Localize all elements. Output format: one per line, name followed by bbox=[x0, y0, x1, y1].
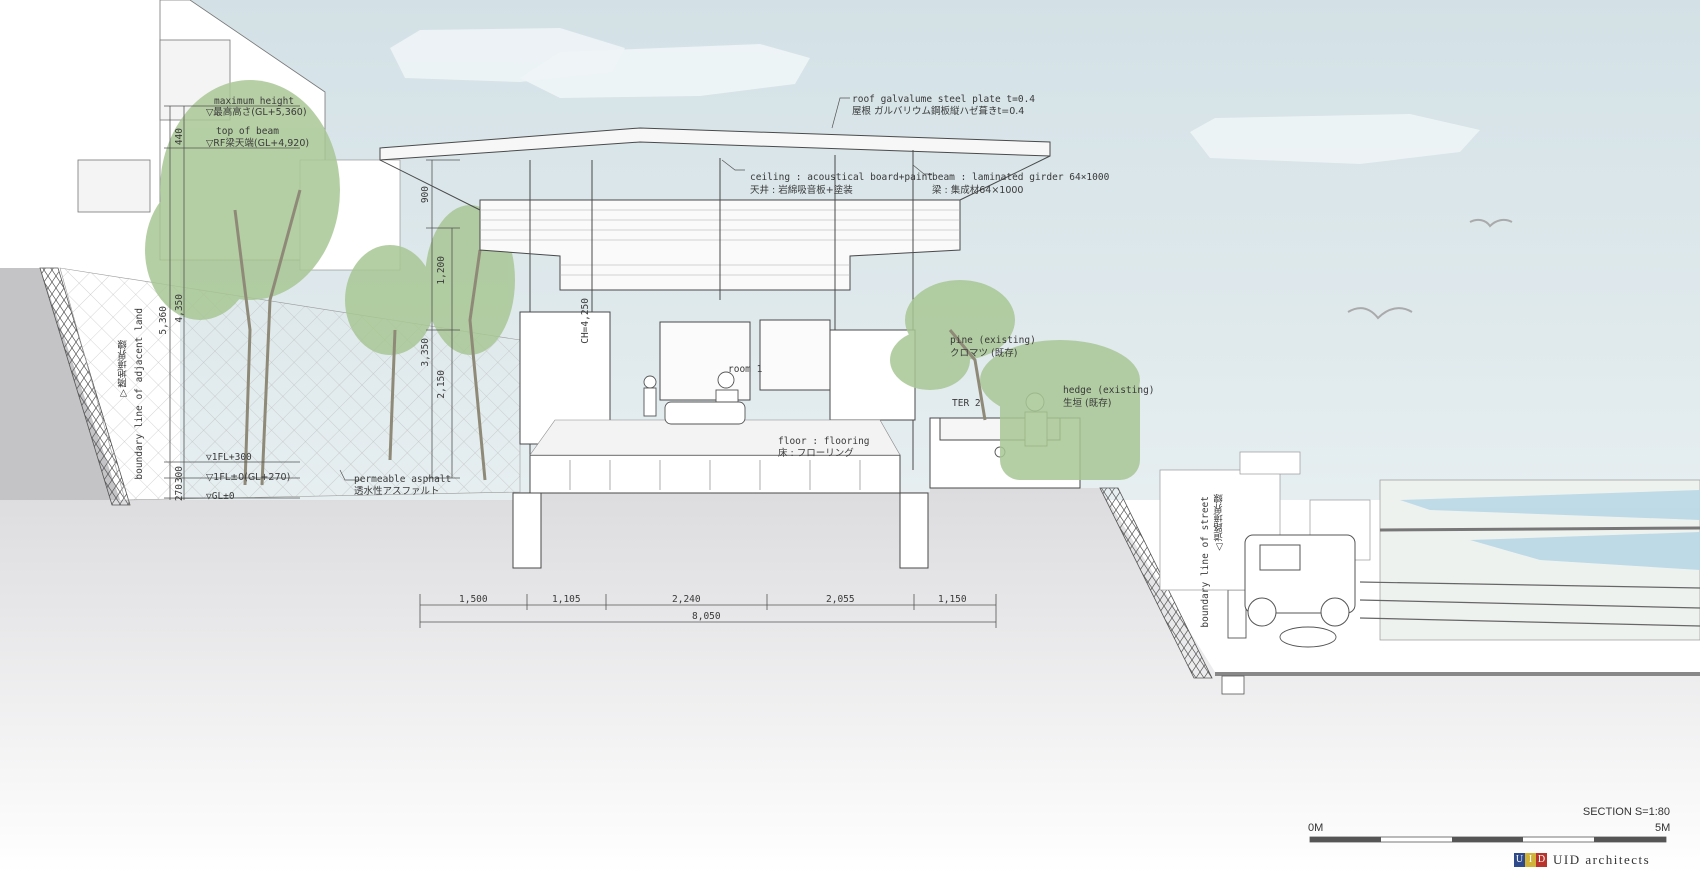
house bbox=[379, 127, 1081, 569]
dim-3350: 3,350 bbox=[420, 338, 431, 367]
dim-270: 270 bbox=[174, 484, 185, 502]
logo-letter-u: U bbox=[1514, 853, 1525, 867]
roof-jp: 屋根 ガルバリウム鋼板縦ハゼ葺きt=0.4 bbox=[852, 106, 1025, 117]
neighbor-window bbox=[77, 159, 151, 213]
beam-label: beam : laminated girder 64×1000 bbox=[932, 172, 1110, 183]
dim-2240: 2,240 bbox=[672, 594, 701, 605]
uid-logo: U I D UID architects bbox=[1514, 852, 1650, 868]
street bbox=[1215, 672, 1700, 676]
cloud bbox=[1190, 114, 1480, 164]
logo-letter-i: I bbox=[1525, 853, 1536, 867]
ground bbox=[0, 268, 1700, 874]
permeable-jp: 透水性アスファルト bbox=[354, 486, 440, 497]
hedge-label: hedge (existing) bbox=[1063, 385, 1155, 396]
pine-label: pine (existing) bbox=[950, 335, 1036, 346]
beam-jp: 梁 : 集成材64×1000 bbox=[932, 185, 1024, 196]
logo-name: UID architects bbox=[1553, 852, 1651, 867]
bridge bbox=[1379, 526, 1700, 532]
room-label: room 1 bbox=[728, 364, 763, 375]
dim-2055: 2,055 bbox=[826, 594, 855, 605]
foundation-left bbox=[512, 492, 542, 569]
pine-jp: クロマツ (既存) bbox=[950, 348, 1018, 359]
dim-2150: 2,150 bbox=[436, 370, 447, 399]
scale-bar bbox=[1309, 836, 1667, 843]
cloud bbox=[520, 44, 810, 98]
scale-title: SECTION S=1:80 bbox=[1582, 806, 1670, 818]
railing bbox=[1359, 581, 1700, 627]
floor-jp: 床 : フローリング bbox=[778, 448, 854, 459]
ceiling-label: ceiling : acoustical board+paint bbox=[750, 172, 934, 183]
roof-label: roof galvalume steel plate t=0.4 bbox=[852, 94, 1036, 105]
dim-1150: 1,150 bbox=[938, 594, 967, 605]
fl-300-label: ▽1FL+300 bbox=[206, 452, 252, 463]
dim-1105: 1,105 bbox=[552, 594, 581, 605]
tree-trunks-left bbox=[233, 189, 487, 486]
hedge-jp: 生垣 (既存) bbox=[1063, 398, 1112, 409]
floor-label: floor : flooring bbox=[778, 436, 870, 447]
terrace-label: TER 2 bbox=[952, 398, 981, 409]
retaining-wall-right bbox=[1099, 487, 1213, 679]
dim-1200: 1,200 bbox=[436, 256, 447, 285]
leaders bbox=[339, 97, 932, 481]
boundary-adjacent-jp: ▽隣地境界線 bbox=[118, 340, 129, 399]
ceiling-jp: 天井 : 岩綿吸音板+塗装 bbox=[750, 185, 853, 196]
dim-300: 300 bbox=[174, 466, 185, 484]
bird bbox=[1347, 307, 1413, 320]
top-of-beam-jp: ▽RF梁天端(GL+4,920) bbox=[206, 138, 310, 149]
pine-hedge bbox=[890, 280, 1140, 480]
logo-mark: U I D bbox=[1514, 853, 1547, 867]
gl-0-label: ▽GL±0 bbox=[206, 491, 235, 502]
scale-five: 5M bbox=[1655, 822, 1671, 834]
trees-left bbox=[145, 80, 515, 355]
gutter bbox=[1221, 675, 1245, 695]
dim-4350: 4,350 bbox=[174, 294, 185, 323]
dim-5360: 5,360 bbox=[158, 306, 169, 335]
max-height-jp: ▽最高高さ(GL+5,360) bbox=[206, 107, 307, 118]
boundary-street-label: boundary line of street bbox=[1200, 496, 1211, 628]
top-of-beam-label: top of beam bbox=[216, 126, 279, 137]
logo-letter-d: D bbox=[1536, 853, 1547, 867]
dim-lines bbox=[164, 105, 997, 628]
fl-0-label: ▽1FL±0(GL+270) bbox=[206, 472, 291, 483]
dim-440: 440 bbox=[174, 128, 185, 146]
permeable-label: permeable asphalt bbox=[354, 474, 452, 485]
retaining-wall-left bbox=[39, 267, 131, 506]
boundary-street-jp: △道路境界線 bbox=[1214, 494, 1225, 553]
pine-trunk bbox=[948, 329, 987, 421]
dim-8050: 8,050 bbox=[692, 611, 721, 622]
bird bbox=[1469, 218, 1513, 228]
scale-zero: 0M bbox=[1308, 822, 1324, 834]
ground-left-slope bbox=[0, 268, 120, 500]
dim-900: 900 bbox=[420, 186, 431, 204]
dim-1500: 1,500 bbox=[459, 594, 488, 605]
boundary-adjacent-label: boundary line of adjacent land bbox=[134, 308, 145, 480]
ceiling-height-label: CH=4,250 bbox=[580, 298, 591, 344]
foundation-right bbox=[899, 492, 929, 569]
river bbox=[1400, 490, 1700, 570]
car bbox=[1244, 534, 1356, 627]
floor-slab bbox=[529, 454, 901, 494]
max-height-label: maximum height bbox=[214, 96, 295, 107]
